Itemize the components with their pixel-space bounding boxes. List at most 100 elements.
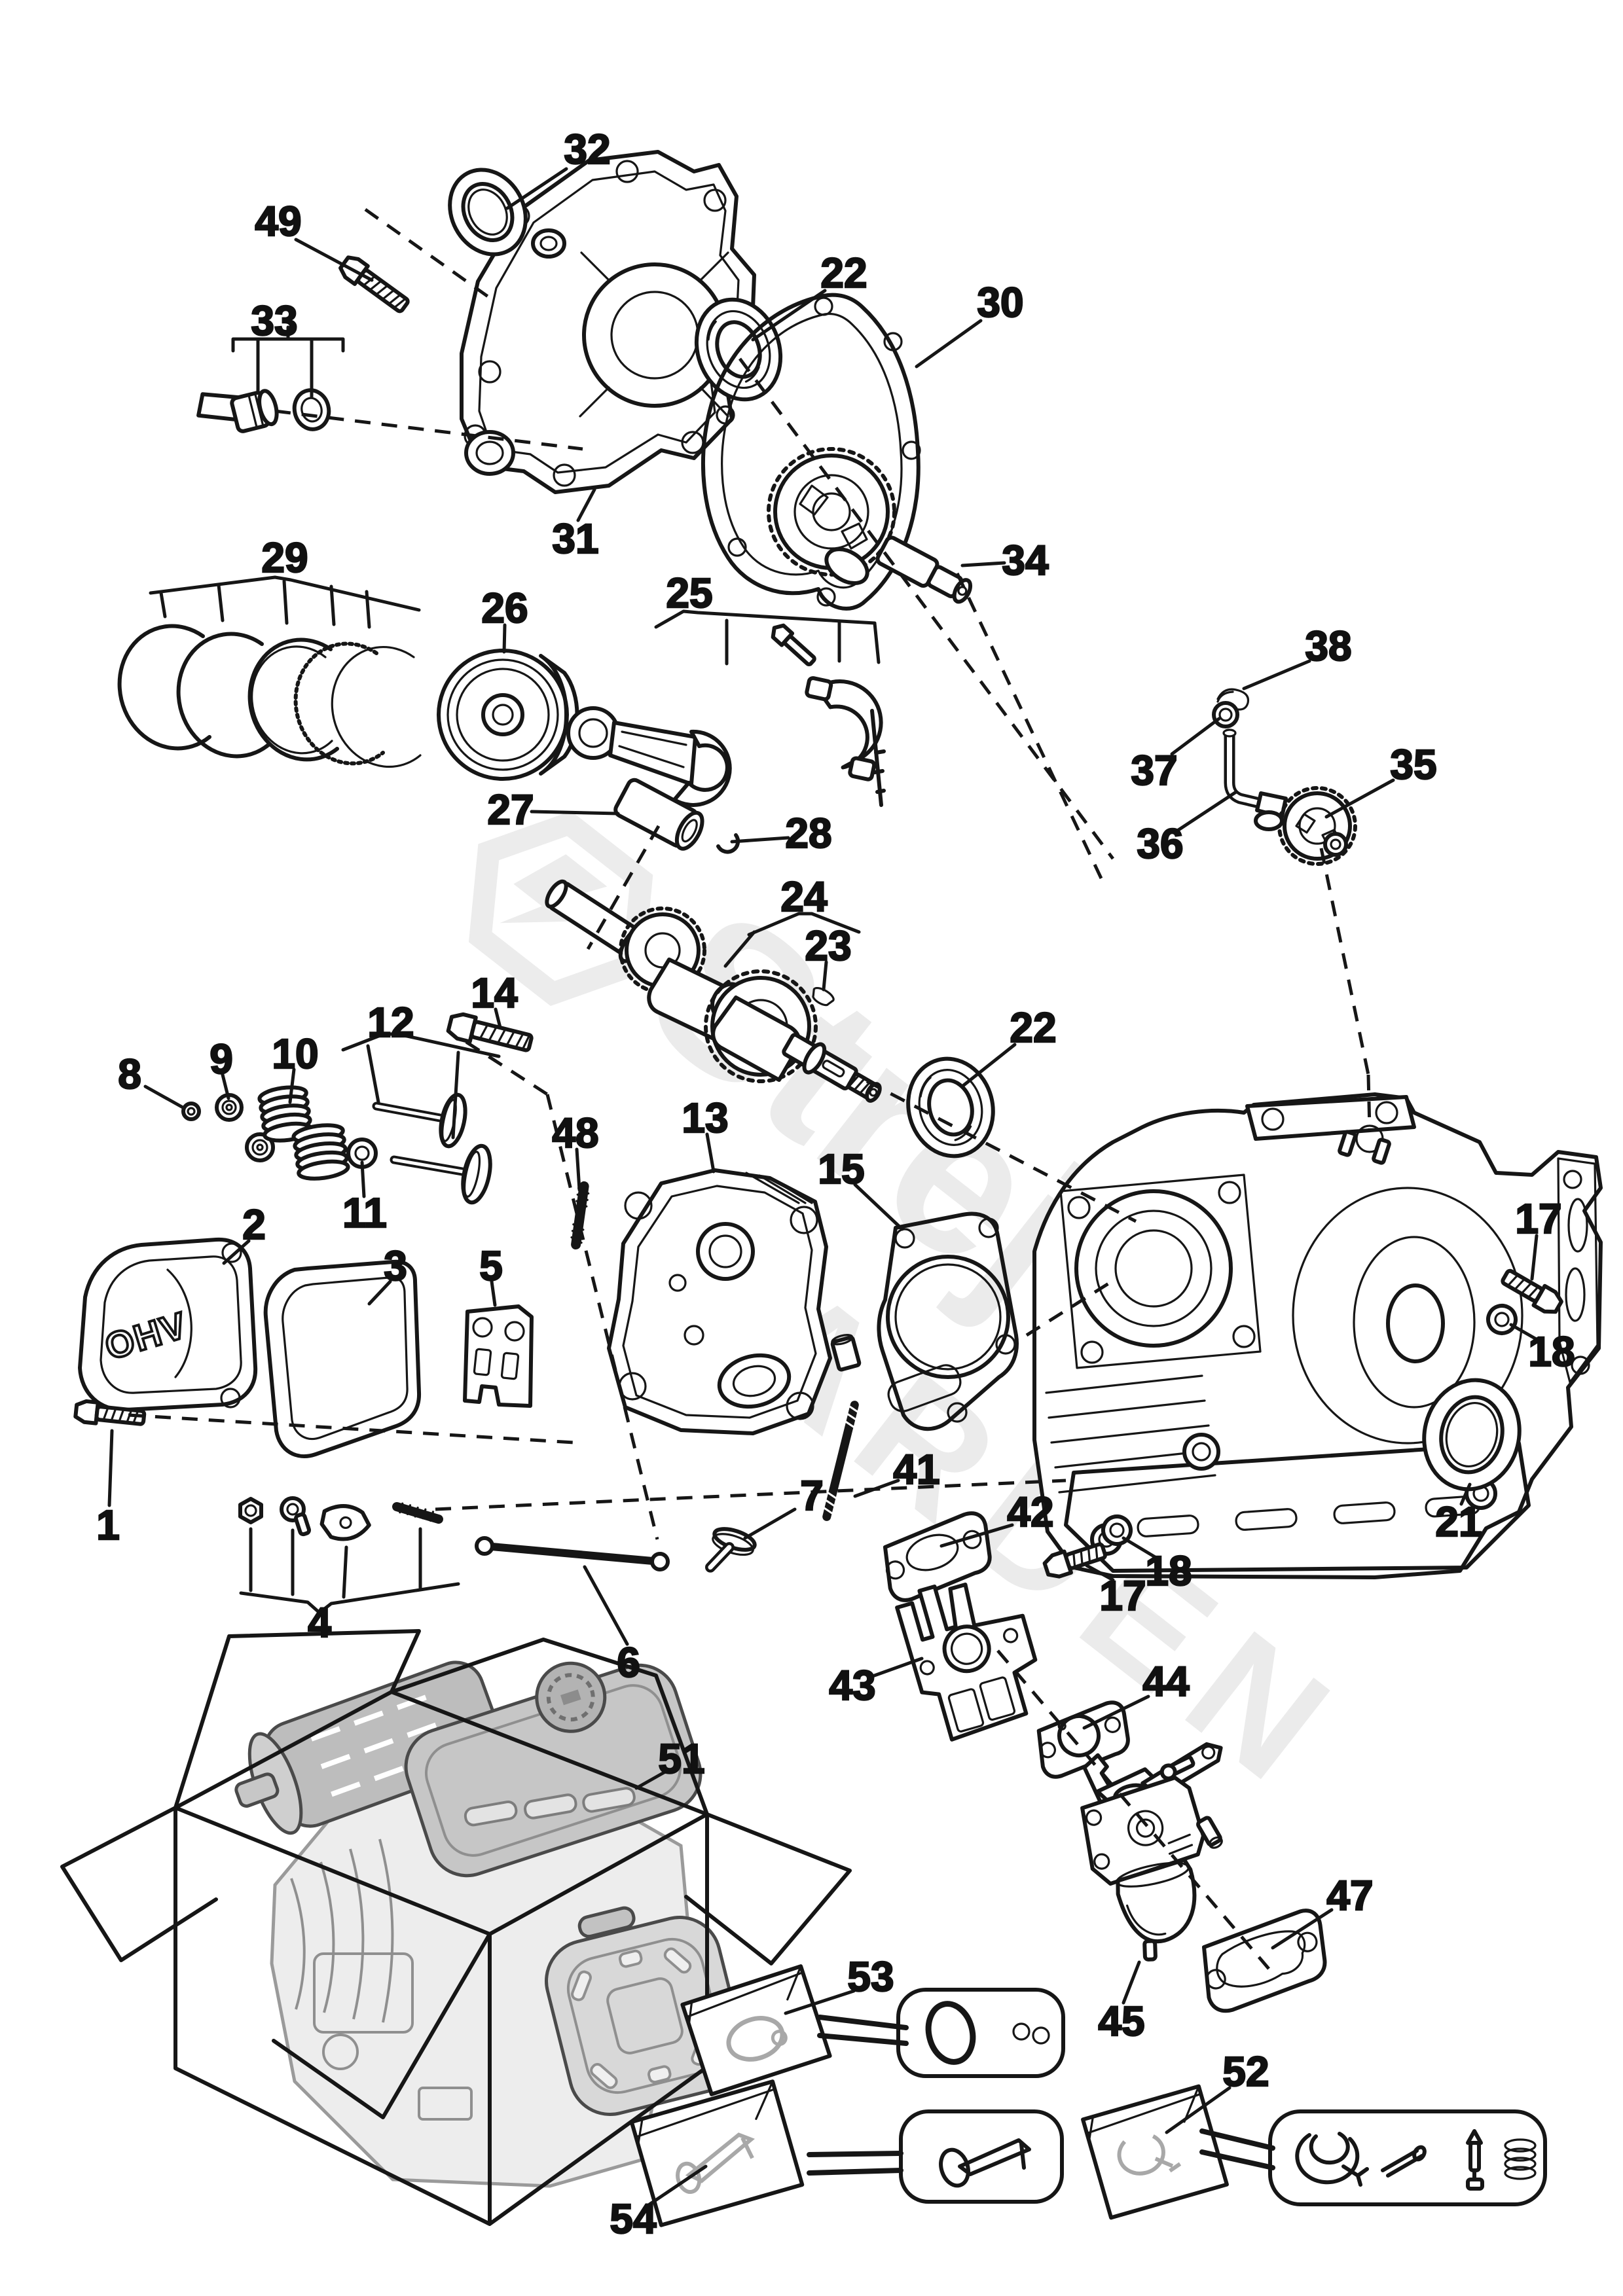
part-callout-17: 17 xyxy=(1099,1572,1146,1619)
group-bracket xyxy=(329,584,336,626)
group-bracket xyxy=(365,590,371,629)
oil-seal-21 xyxy=(1422,1378,1522,1492)
crankcase-cover xyxy=(460,150,756,494)
callout-leader-18 xyxy=(1122,1536,1158,1560)
callout-leader-9 xyxy=(221,1073,230,1100)
kit-box-pointer xyxy=(1199,2149,1275,2170)
valve-12b xyxy=(390,1143,492,1205)
kit-box-pointer xyxy=(1199,2128,1275,2151)
callout-leader-2 xyxy=(222,1239,251,1265)
callout-leader-28 xyxy=(730,836,790,844)
kit-box-pointer xyxy=(817,2033,909,2046)
part-callout-22: 22 xyxy=(820,249,867,296)
group-bracket xyxy=(747,912,861,937)
kit-box-54 xyxy=(899,2109,1064,2204)
assembly-axis-line xyxy=(1025,1280,1113,1337)
kit-box-pointer xyxy=(807,2151,903,2157)
callout-leader-26 xyxy=(502,623,507,654)
callout-leader-10 xyxy=(288,1067,296,1104)
intake-insulator-43 xyxy=(895,1582,1038,1742)
valve-tappet-7 xyxy=(705,1527,757,1573)
crankcase xyxy=(1032,1092,1603,1579)
rocker-arm-set-4 xyxy=(238,1496,443,1541)
cover-gasket-30 xyxy=(701,293,921,611)
part-callout-1: 1 xyxy=(96,1501,120,1549)
part-callout-54: 54 xyxy=(610,2195,657,2242)
valve-spring-10b xyxy=(291,1123,350,1181)
part-callout-53: 53 xyxy=(847,1953,894,2000)
assembly-axis-line xyxy=(128,1413,574,1444)
part-callout-2: 2 xyxy=(242,1201,266,1248)
part-callout-47: 47 xyxy=(1326,1872,1373,1919)
group-bracket xyxy=(217,583,225,622)
callout-leader-23 xyxy=(822,960,828,992)
part-callout-29: 29 xyxy=(261,534,308,581)
ball-bearing-22-crank xyxy=(906,1056,995,1158)
callout-leader-22 xyxy=(751,289,827,342)
callout-leader-49 xyxy=(294,238,374,282)
spring-retainer-9b xyxy=(245,1132,275,1162)
rod-cap-25 xyxy=(805,676,883,781)
part-callout-34: 34 xyxy=(1002,537,1049,584)
head-bolt-14 xyxy=(446,1012,534,1052)
head-stud-41 xyxy=(822,1401,859,1521)
part-callout-7: 7 xyxy=(800,1472,824,1519)
part-callout-10: 10 xyxy=(272,1030,318,1077)
group-bracket xyxy=(149,575,421,612)
callout-leader-43 xyxy=(869,1657,924,1679)
woodruff-key-23 xyxy=(812,986,835,1007)
recoil-starter xyxy=(545,1906,745,2116)
part-callout-11: 11 xyxy=(342,1189,387,1236)
part-callout-25: 25 xyxy=(666,569,712,617)
callout-leader-32 xyxy=(505,167,568,210)
part-callout-17: 17 xyxy=(1515,1195,1561,1242)
callout-leader-5 xyxy=(490,1280,497,1307)
fuel-tank xyxy=(404,1661,702,1878)
part-callout-3: 3 xyxy=(384,1242,407,1289)
callout-leader-34 xyxy=(960,561,1006,567)
cylinder-head-13 xyxy=(607,1168,832,1435)
callout-leader-27 xyxy=(530,810,620,816)
part-callout-26: 26 xyxy=(481,584,528,632)
part-callout-48: 48 xyxy=(552,1109,598,1157)
callout-leader-22 xyxy=(962,1043,1017,1087)
callout-leader-17 xyxy=(1530,1234,1539,1281)
part-callout-44: 44 xyxy=(1142,1658,1190,1705)
sealing-washer-33 xyxy=(292,388,331,431)
callout-leader-38 xyxy=(1242,659,1311,691)
camshaft-34 xyxy=(767,447,973,604)
part-callout-13: 13 xyxy=(682,1094,728,1141)
part-callout-43: 43 xyxy=(829,1662,875,1709)
piston-26 xyxy=(437,649,579,781)
part-callout-27: 27 xyxy=(487,786,534,833)
callout-leader-30 xyxy=(915,319,983,368)
group-bracket xyxy=(341,1032,501,1058)
part-callout-18: 18 xyxy=(1145,1547,1192,1594)
part-callout-49: 49 xyxy=(255,198,301,245)
flange-bolt-49 xyxy=(338,255,410,314)
group-bracket xyxy=(282,579,289,625)
assembly-axis-line xyxy=(866,1079,1137,1223)
part-callout-42: 42 xyxy=(1007,1488,1053,1535)
callout-leader-54 xyxy=(647,2164,708,2206)
callout-leader-35 xyxy=(1324,778,1395,819)
rod-bolt-25 xyxy=(771,623,816,666)
callout-leader-42 xyxy=(939,1523,1014,1548)
kit-box-pointer xyxy=(807,2168,903,2176)
callout-leader-36 xyxy=(1176,790,1238,832)
part-callout-33: 33 xyxy=(251,297,297,344)
oil-seal-32 xyxy=(448,168,528,257)
part-callout-21: 21 xyxy=(1435,1498,1482,1545)
group-bracket xyxy=(239,1582,460,1615)
callout-leader-41 xyxy=(853,1479,900,1498)
cover-bolt-1 xyxy=(73,1399,147,1426)
part-callout-37: 37 xyxy=(1131,747,1177,794)
head-gasket-15 xyxy=(830,1211,1019,1431)
pin-clip-28 xyxy=(716,833,740,854)
part-callout-15: 15 xyxy=(818,1145,864,1193)
governor-washer-37 xyxy=(1212,701,1239,728)
group-bracket xyxy=(873,621,881,664)
group-bracket xyxy=(723,930,756,968)
callout-leader-11 xyxy=(360,1160,366,1198)
part-callout-36: 36 xyxy=(1137,820,1183,867)
